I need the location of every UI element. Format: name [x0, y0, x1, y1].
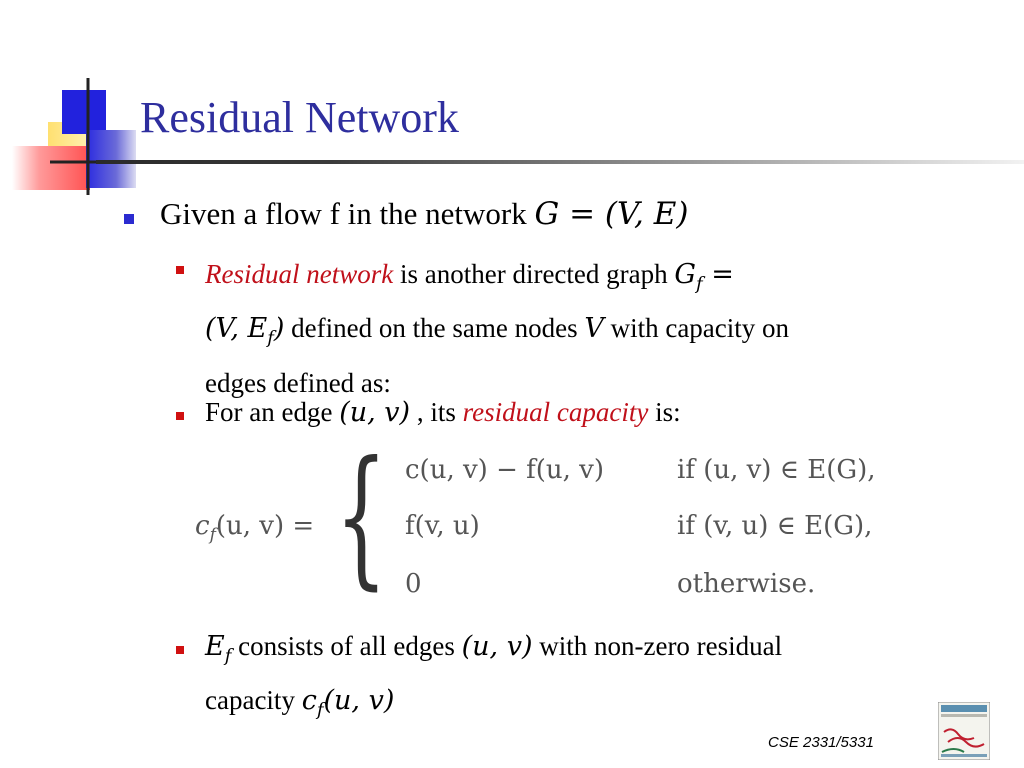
math-paren: ) — [273, 313, 285, 345]
sub-bullet-residual-network: Residual network is another directed gra… — [205, 252, 789, 406]
text: For an edge — [205, 397, 340, 427]
text: , its — [410, 397, 463, 427]
math-g: G — [674, 259, 696, 290]
text: is: — [648, 397, 681, 427]
math-edge: (u, v) — [461, 631, 533, 662]
text: with capacity on — [603, 313, 790, 344]
case1-expression: c(u, v) − f(u, v) — [405, 455, 604, 485]
math-c: c — [195, 511, 210, 541]
case3-condition: otherwise. — [677, 569, 816, 599]
bullet-given-flow: Given a flow f in the network G = (V, E) — [160, 196, 688, 232]
term-residual-network: Residual network — [205, 259, 394, 289]
case3-expression: 0 — [405, 569, 422, 599]
math-v-ef: (V, E — [205, 313, 268, 345]
book-cover-image — [938, 702, 990, 760]
left-brace: { — [335, 430, 388, 604]
math-edge: (u, v) — [339, 397, 411, 428]
math-sub: f — [209, 525, 216, 546]
title-underline — [96, 160, 1024, 164]
text: capacity — [205, 685, 302, 716]
slide-title: Residual Network — [140, 93, 459, 142]
sub-bullet-ef-definition: Ef consists of all edges (u, v) with non… — [205, 624, 782, 733]
course-footer: CSE 2331/5331 — [768, 734, 874, 751]
text: with non-zero residual — [532, 631, 783, 661]
sub-bullet-marker — [176, 646, 184, 654]
math-c: c — [301, 685, 317, 717]
math-v: V — [584, 313, 604, 345]
case1-condition: if (u, v) ∈ E(G), — [677, 455, 876, 485]
text: is another directed graph — [393, 259, 675, 289]
text: consists of all edges — [231, 631, 462, 661]
residual-capacity-formula: cf(u, v) = { c(u, v) − f(u, v) if (u, v)… — [195, 442, 935, 612]
math-sub: f — [267, 327, 274, 349]
math-sub: f — [224, 645, 232, 667]
sub-bullet-residual-capacity: For an edge (u, v) , its residual capaci… — [205, 390, 681, 435]
bullet-text: Given a flow f in the network — [160, 196, 535, 231]
math-sub: f — [316, 699, 324, 721]
formula-lhs: cf(u, v) = — [195, 511, 314, 545]
corner-decoration — [12, 78, 140, 195]
text: edges defined as: — [205, 367, 391, 398]
math-args: (u, v) — [323, 685, 395, 717]
sub-bullet-marker — [176, 412, 184, 420]
case2-expression: f(v, u) — [405, 511, 480, 541]
sub-bullet-marker — [176, 266, 184, 274]
math-rest: (u, v) = — [215, 511, 315, 541]
case2-condition: if (v, u) ∈ E(G), — [677, 511, 873, 541]
math-e: E — [205, 631, 225, 662]
bullet-marker — [124, 214, 134, 224]
math-sub: f — [695, 273, 703, 295]
text: defined on the same nodes — [284, 313, 585, 344]
math-graph: G = (V, E) — [534, 196, 689, 232]
term-residual-capacity: residual capacity — [462, 397, 649, 427]
math-equals: = — [702, 259, 734, 290]
